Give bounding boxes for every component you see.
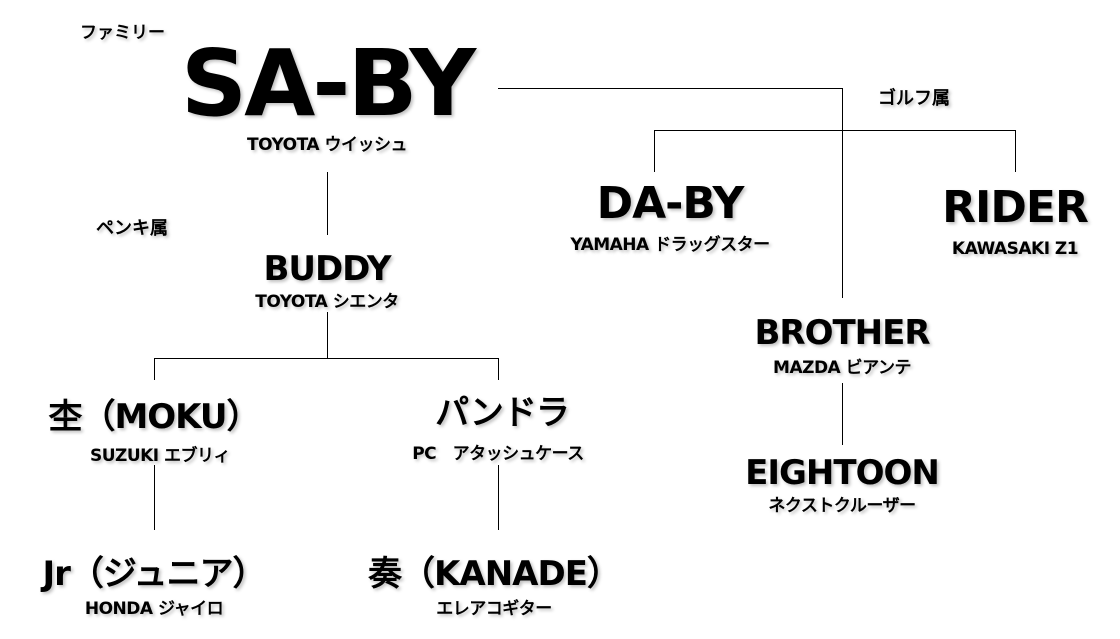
node-pandora-name: パンドラ xyxy=(435,393,570,433)
node-buddy-name: BUDDY xyxy=(263,249,391,289)
connector-to-rider xyxy=(1015,130,1016,172)
node-rider-vehicle: KAWASAKI Z1 xyxy=(951,239,1079,259)
connector-buddy-down xyxy=(327,312,328,358)
node-daby-name: DA-BY xyxy=(596,178,745,229)
node-pandora-vehicle: PC アタッシュケース xyxy=(412,444,584,464)
node-saby-vehicle: TOYOTA ウイッシュ xyxy=(247,135,407,155)
connector-saby-right xyxy=(498,88,843,89)
connector-to-moku xyxy=(154,358,155,380)
connector-to-pandora xyxy=(498,358,499,380)
node-eightoon-name: EIGHTOON xyxy=(745,453,940,493)
node-buddy-vehicle: TOYOTA シエンタ xyxy=(255,292,399,312)
node-moku-name: 杢（MOKU） xyxy=(48,397,260,437)
group-label-paint: ペンキ属 xyxy=(96,218,168,239)
group-label-golf: ゴルフ属 xyxy=(878,88,950,109)
connector-buddy-children xyxy=(154,358,499,359)
node-daby-vehicle: YAMAHA ドラッグスター xyxy=(570,235,770,255)
node-brother-vehicle: MAZDA ビアンテ xyxy=(773,358,911,378)
node-saby-name: SA-BY xyxy=(180,30,476,137)
node-junior-name: Jr（ジュニア） xyxy=(42,554,266,594)
connector-golf xyxy=(654,130,1016,131)
connector-saby-buddy xyxy=(327,172,328,235)
connector-to-daby xyxy=(654,130,655,172)
node-kanade-name: 奏（KANADE） xyxy=(368,554,621,594)
group-label-family: ファミリー xyxy=(80,23,165,43)
node-rider-name: RIDER xyxy=(942,182,1089,233)
node-brother-name: BROTHER xyxy=(754,313,930,353)
node-junior-vehicle: HONDA ジャイロ xyxy=(84,599,224,619)
connector-moku-junior xyxy=(154,465,155,530)
node-moku-vehicle: SUZUKI エブリィ xyxy=(89,446,231,466)
connector-to-brother xyxy=(842,88,843,298)
connector-brother-eightoon xyxy=(842,383,843,445)
node-eightoon-vehicle: ネクストクルーザー xyxy=(768,496,916,516)
connector-pandora-kanade xyxy=(498,465,499,530)
node-kanade-vehicle: エレアコギター xyxy=(436,599,552,619)
